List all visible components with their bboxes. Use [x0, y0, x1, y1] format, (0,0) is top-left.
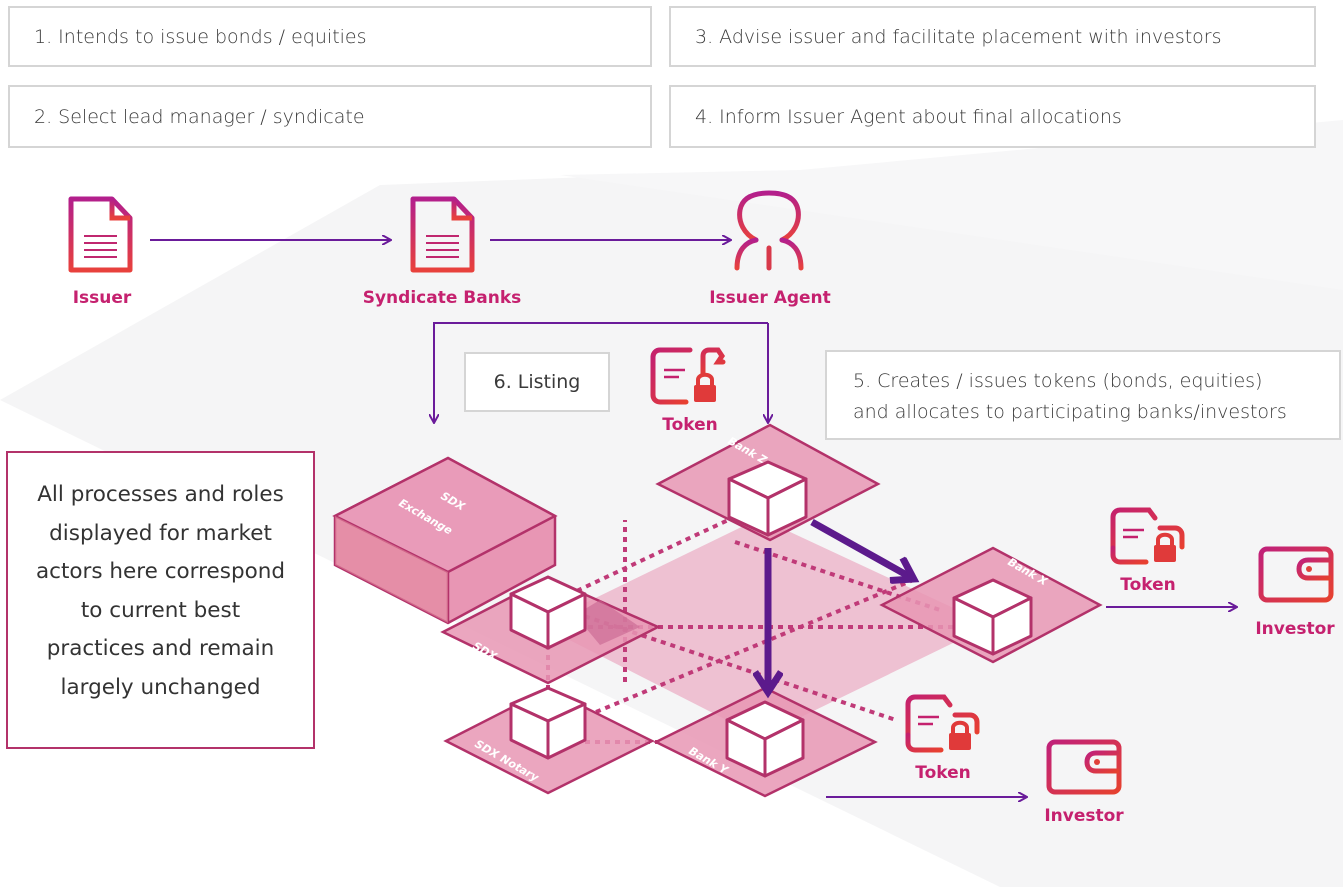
note-line: All processes and roles [37, 482, 284, 507]
investor-label-right: Investor [1255, 619, 1335, 639]
note-line: practices and remain [46, 636, 275, 661]
note-line: actors here correspond [35, 559, 286, 584]
step-1-text: 1. Intends to issue bonds / equities [34, 25, 367, 48]
token-label-bottom: Token [915, 763, 971, 783]
cube-sdx [509, 575, 587, 650]
token-icon-top [650, 347, 726, 405]
step-4-text: 4. Inform Issuer Agent about final alloc… [695, 105, 1122, 128]
syndicate-document-icon [410, 196, 475, 273]
step-1-box: 1. Intends to issue bonds / equities [8, 6, 652, 67]
note-line: to current best [80, 597, 241, 623]
step-5-box: 5. Creates / issues tokens (bonds, equit… [825, 350, 1341, 440]
syndicate-label: Syndicate Banks [362, 288, 522, 308]
step-3-box: 3. Advise issuer and facilitate placemen… [669, 6, 1316, 67]
cube-bank-y [725, 700, 805, 778]
arrow-agent-to-exchange [434, 322, 768, 422]
step-5-line-1: 5. Creates / issues tokens (bonds, equit… [853, 370, 1263, 392]
token-label-right: Token [1120, 575, 1176, 595]
disclaimer-note: All processes and roles displayed for ma… [6, 451, 315, 749]
issuer-agent-person-icon [734, 190, 804, 271]
issuer-label: Issuer [72, 288, 132, 308]
investor-label-bottom: Investor [1044, 806, 1124, 826]
cube-bank-z [727, 460, 808, 537]
token-icon-bottom [905, 694, 980, 753]
note-line: largely unchanged [60, 674, 261, 700]
step-2-text: 2. Select lead manager / syndicate [34, 105, 365, 128]
step-6-listing-box: 6. Listing [464, 352, 610, 412]
step-6-text: 6. Listing [493, 371, 581, 393]
wallet-icon-right [1258, 546, 1334, 603]
step-2-box: 2. Select lead manager / syndicate [8, 85, 652, 148]
step-3-text: 3. Advise issuer and facilitate placemen… [695, 25, 1222, 48]
issuer-document-icon [68, 196, 133, 273]
cube-bank-x [952, 578, 1033, 656]
sdx-exchange-block [332, 456, 558, 625]
agent-label: Issuer Agent [709, 288, 831, 308]
token-label-top: Token [662, 415, 718, 435]
cube-sdx-notary [509, 686, 587, 760]
step-5-line-2: and allocates to participating banks/inv… [853, 401, 1287, 423]
note-line: displayed for market [49, 520, 272, 546]
token-icon-right [1110, 507, 1185, 565]
arrow-bank-z-to-bank-x [810, 518, 912, 578]
wallet-icon-bottom [1046, 739, 1122, 795]
step-4-box: 4. Inform Issuer Agent about final alloc… [669, 85, 1316, 148]
